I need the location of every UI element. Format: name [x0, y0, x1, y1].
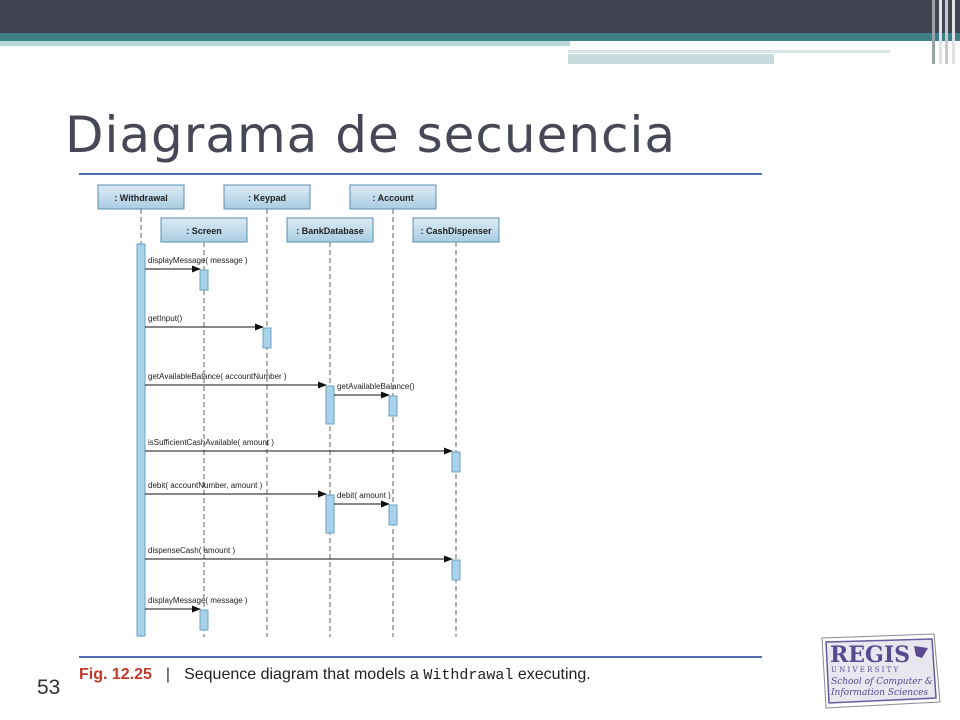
lifeline-head-keypad	[223, 184, 311, 210]
lifeline-head-withdrawal	[97, 184, 185, 210]
figure-top-rule	[79, 173, 762, 175]
activation-screen	[199, 269, 209, 291]
regis-university-logo: REGIS U N I V E R S I T Y School of Comp…	[821, 633, 941, 709]
logo-line-1: U N I V E R S I T Y	[831, 666, 898, 674]
message-label: displayMessage( message )	[148, 256, 248, 265]
lifeline-head-screen	[160, 217, 248, 243]
logo-line-3: Information Sciences	[830, 688, 928, 698]
message-label: debit( amount )	[337, 491, 391, 500]
activation-cashdispenser	[451, 451, 461, 473]
message-label: getAvailableBalance( accountNumber )	[148, 372, 287, 381]
header-accent-bar	[0, 33, 960, 41]
activation-cashdispenser	[451, 559, 461, 581]
activation-bankdb	[325, 494, 335, 534]
lifeline-label: : BankDatabase	[296, 226, 364, 236]
activation-screen	[199, 609, 209, 631]
lifeline-head-account	[349, 184, 437, 210]
activation-account	[388, 395, 398, 417]
lifeline-label: : CashDispenser	[420, 226, 492, 236]
figure-number: Fig. 12.25	[79, 666, 152, 683]
message-label: getAvailableBalance()	[337, 382, 415, 391]
lifeline-label: : Account	[372, 193, 413, 203]
logo-title: REGIS	[830, 642, 910, 668]
logo-line-2: School of Computer &	[831, 677, 933, 687]
activation-account	[388, 504, 398, 526]
message-label: dispenseCash( amount )	[148, 546, 235, 555]
lifeline-label: : Withdrawal	[114, 193, 167, 203]
lifeline-label: : Screen	[186, 226, 222, 236]
header-bar	[0, 0, 960, 33]
message-label: displayMessage( message )	[148, 596, 248, 605]
activation-keypad	[262, 327, 272, 349]
figure-bottom-rule	[79, 656, 762, 658]
lifeline-head-cashdispenser	[412, 217, 500, 243]
activation-bankdb	[325, 385, 335, 425]
caption-text-end: executing.	[517, 666, 591, 683]
activation-withdrawal	[136, 243, 146, 637]
caption-text: Sequence diagram that models a	[184, 666, 419, 683]
header-corner-lines	[930, 0, 960, 64]
header-pale-segment	[568, 54, 774, 64]
message-label: isSufficientCashAvailable( amount )	[148, 438, 274, 447]
header-pale-bar	[0, 41, 570, 46]
lifeline-head-bankdb	[286, 217, 374, 243]
header-thin-line	[568, 50, 890, 53]
slide-number: 53	[37, 676, 61, 699]
logo-shield-icon	[914, 646, 928, 658]
caption-separator: |	[165, 666, 171, 683]
lifeline-label: : Keypad	[248, 193, 286, 203]
message-label: debit( accountNumber, amount )	[148, 481, 263, 490]
figure-caption: Fig. 12.25 | Sequence diagram that models …	[79, 666, 591, 684]
sequence-diagram: : Withdrawal : Screen : Keypad : BankDataba…	[97, 184, 500, 637]
slide-title: Diagrama de secuencia	[65, 106, 677, 164]
message-label: getInput()	[148, 314, 183, 323]
caption-code: Withdrawal	[423, 667, 514, 684]
